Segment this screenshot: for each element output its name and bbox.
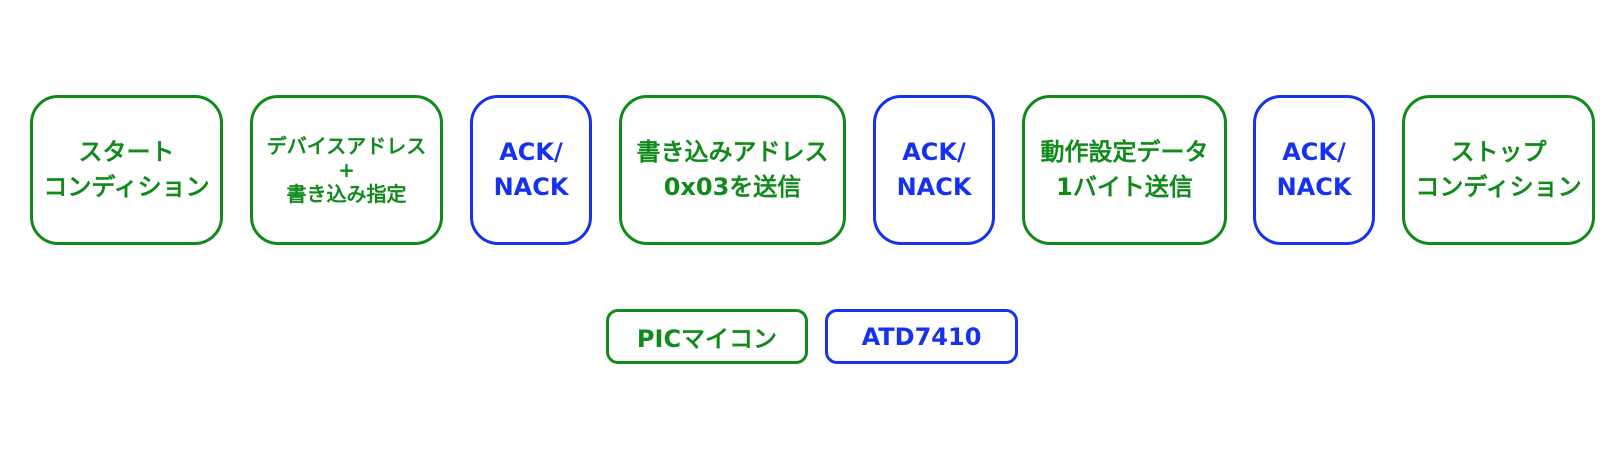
step-config-data: 動作設定データ 1バイト送信 bbox=[1022, 95, 1227, 245]
step-label-line: 書き込み指定 bbox=[286, 182, 407, 206]
step-label-line: 0x03を送信 bbox=[663, 173, 802, 201]
step-write-address: 書き込みアドレス 0x03を送信 bbox=[619, 95, 846, 245]
step-label-line: スタート bbox=[78, 138, 175, 166]
step-label-line: NACK bbox=[493, 173, 569, 201]
step-label-line: NACK bbox=[1276, 173, 1352, 201]
step-label-line: ACK/ bbox=[1282, 138, 1346, 166]
legend-atd7410: ATD7410 bbox=[825, 309, 1018, 364]
step-label-line: 1バイト送信 bbox=[1056, 173, 1193, 201]
step-stop-condition: ストップ コンディション bbox=[1402, 95, 1595, 245]
step-label-line: ストップ bbox=[1450, 138, 1547, 166]
step-label-line: NACK bbox=[896, 173, 972, 201]
step-device-address-write: デバイスアドレス + 書き込み指定 bbox=[250, 95, 443, 245]
step-ack-nack-1: ACK/ NACK bbox=[470, 95, 592, 245]
step-ack-nack-3: ACK/ NACK bbox=[1253, 95, 1375, 245]
step-label-line: コンディション bbox=[1415, 173, 1582, 201]
step-label-line: 動作設定データ bbox=[1040, 138, 1209, 166]
step-start-condition: スタート コンディション bbox=[30, 95, 223, 245]
step-label-line: ACK/ bbox=[902, 138, 966, 166]
step-label-line: ACK/ bbox=[499, 138, 563, 166]
legend-pic-microcontroller: PICマイコン bbox=[606, 309, 808, 364]
step-label-line: コンディション bbox=[43, 173, 210, 201]
legend-label: ATD7410 bbox=[861, 322, 982, 351]
step-ack-nack-2: ACK/ NACK bbox=[873, 95, 995, 245]
step-label-line: + bbox=[338, 158, 355, 182]
step-label-line: デバイスアドレス bbox=[266, 134, 427, 158]
step-label-line: 書き込みアドレス bbox=[636, 138, 829, 166]
legend-label: PICマイコン bbox=[636, 325, 778, 353]
